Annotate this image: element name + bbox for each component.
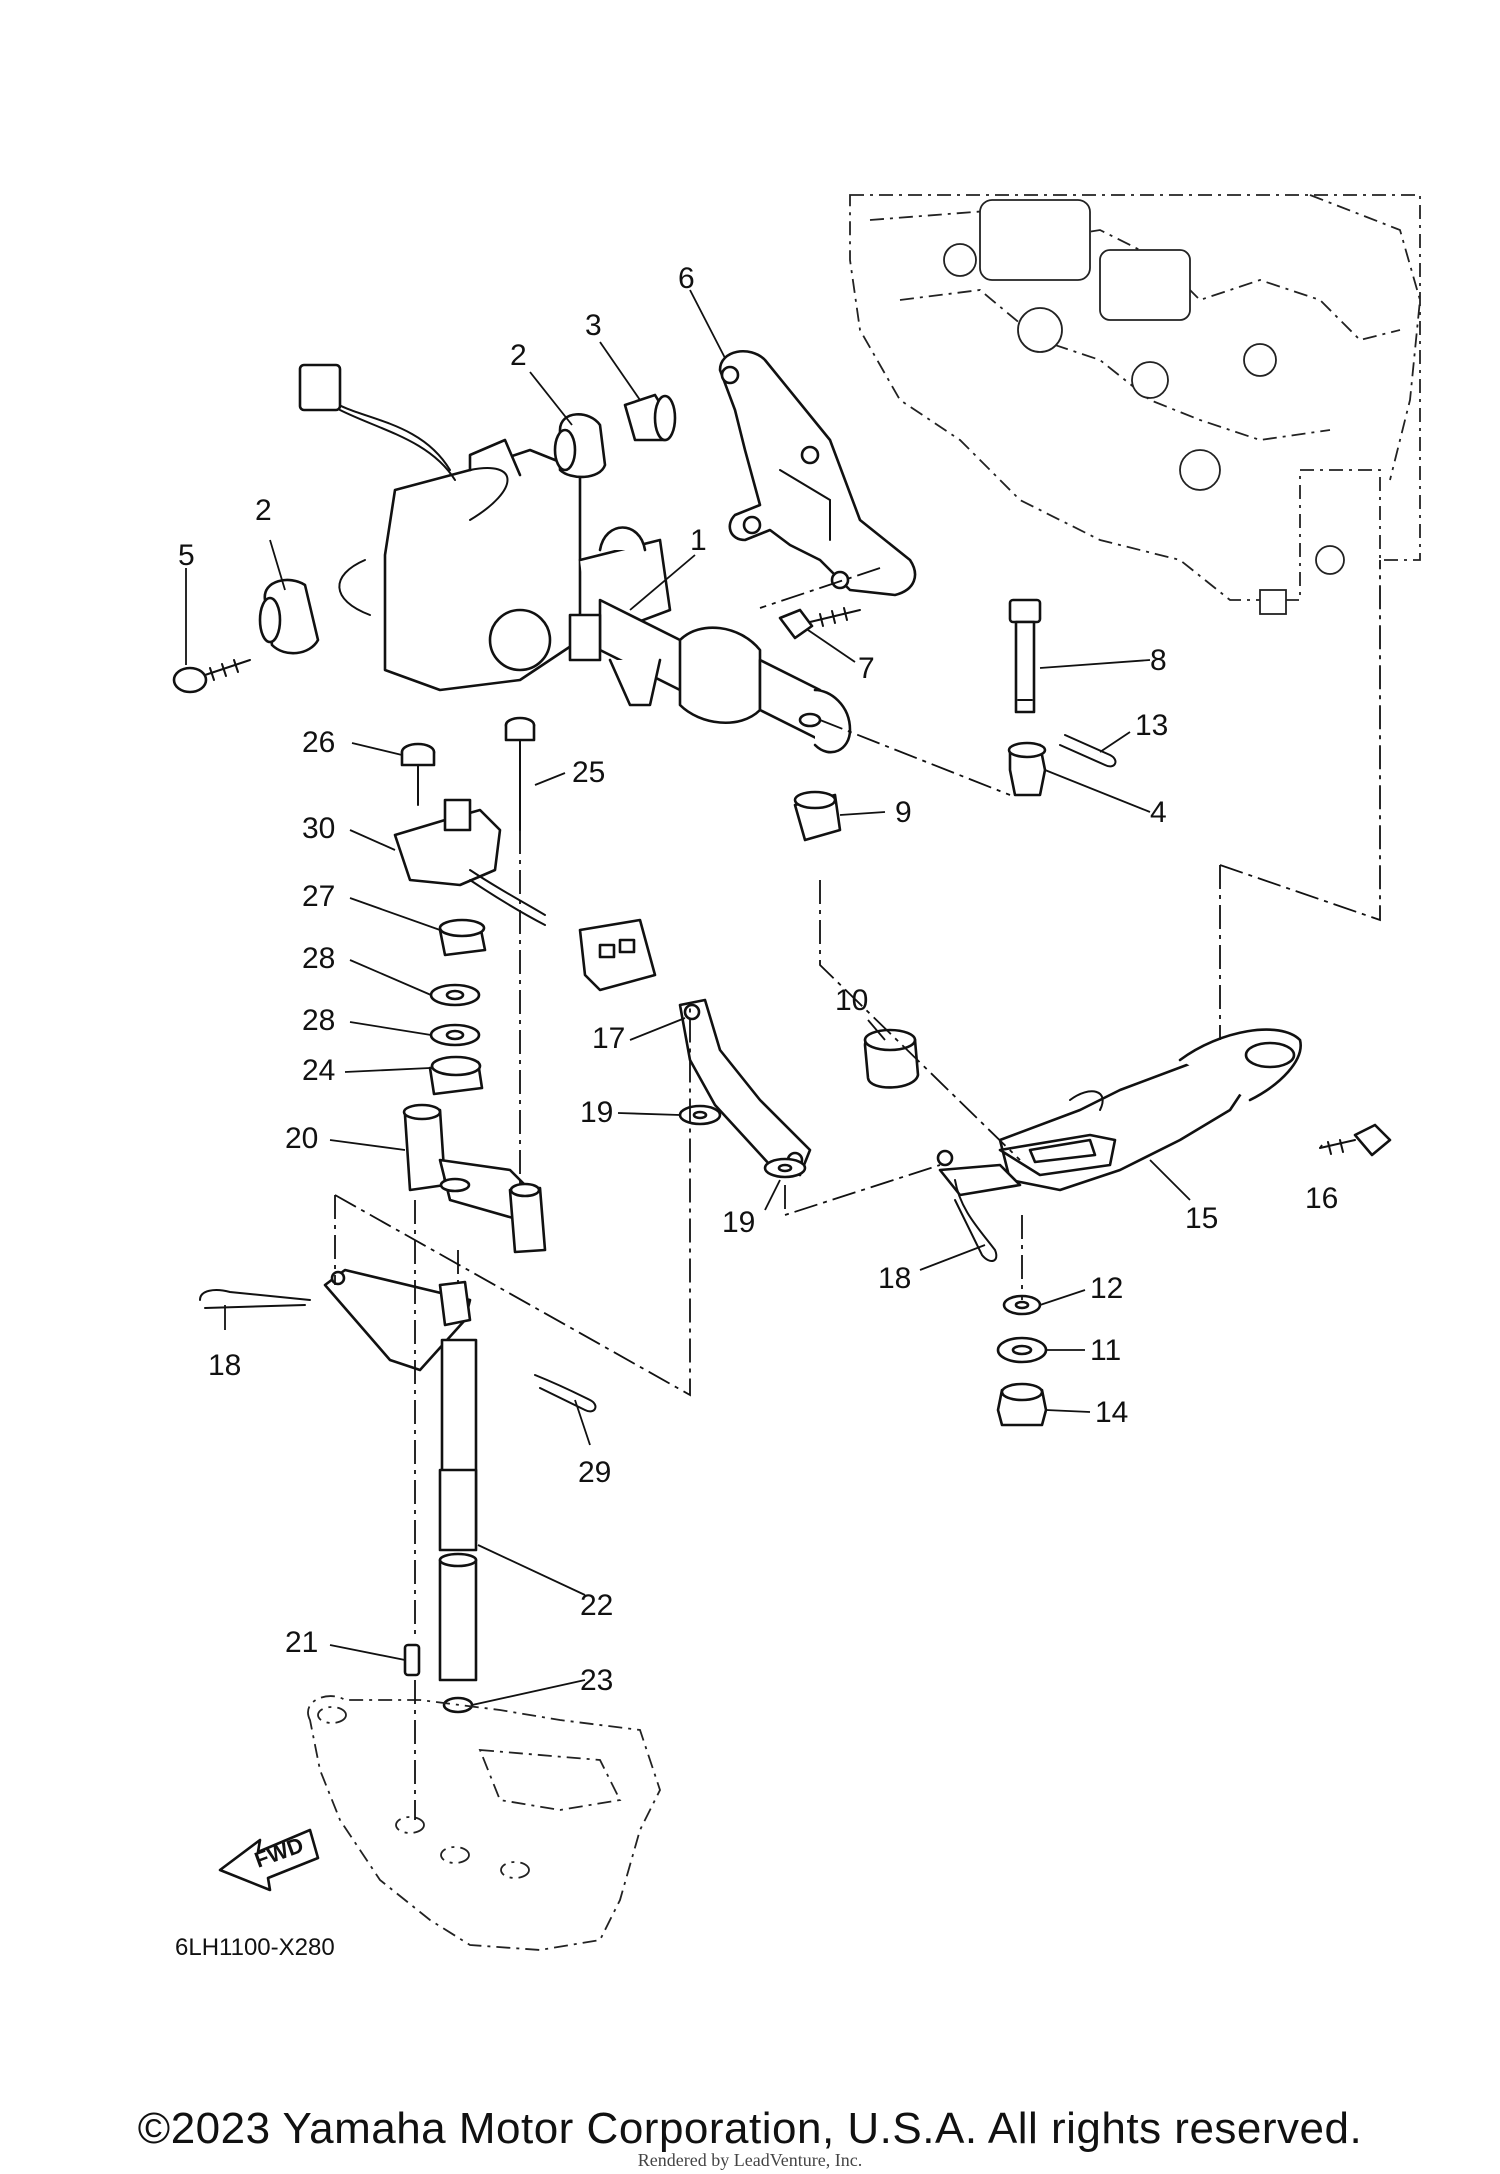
callout-5: 5 xyxy=(178,539,195,572)
callout-2b: 2 xyxy=(255,494,272,527)
callout-14: 14 xyxy=(1095,1396,1128,1429)
callout-19b: 19 xyxy=(722,1206,755,1239)
lower-case-outline xyxy=(307,1695,661,1951)
callout-7: 7 xyxy=(858,652,875,685)
callout-29: 29 xyxy=(578,1456,611,1489)
callout-28b: 28 xyxy=(302,1004,335,1037)
callout-8: 8 xyxy=(1150,644,1167,677)
grommet-27 xyxy=(438,918,487,957)
callout-28a: 28 xyxy=(302,942,335,975)
callout-17: 17 xyxy=(592,1022,625,1055)
shift-arm-lower xyxy=(323,1268,472,1372)
callout-16: 16 xyxy=(1305,1182,1338,1215)
grommet-upper xyxy=(553,413,607,479)
callout-30: 30 xyxy=(302,812,335,845)
clip-13 xyxy=(1059,734,1117,768)
bolt-5 xyxy=(172,659,251,694)
callout-15: 15 xyxy=(1185,1202,1218,1235)
bolt-7 xyxy=(778,607,861,640)
callout-2a: 2 xyxy=(510,339,527,372)
grommet-lower xyxy=(258,578,320,655)
pin-21 xyxy=(403,1643,421,1677)
callout-26: 26 xyxy=(302,726,335,759)
callout-23: 23 xyxy=(580,1664,613,1697)
washer-28a xyxy=(429,983,481,1007)
callout-20: 20 xyxy=(285,1122,318,1155)
washer-28b xyxy=(429,1023,481,1047)
bracket-6 xyxy=(718,350,917,597)
rendered-by-notice: Rendered by LeadVenture, Inc. xyxy=(637,2150,863,2170)
callout-25: 25 xyxy=(572,756,605,789)
lever-20 xyxy=(402,1103,547,1254)
callout-27: 27 xyxy=(302,880,335,913)
callout-21: 21 xyxy=(285,1626,318,1659)
collar-10 xyxy=(863,1028,920,1089)
copyright-notice: ©2023 Yamaha Motor Corporation, U.S.A. A… xyxy=(137,2104,1363,2153)
callout-12: 12 xyxy=(1090,1272,1123,1305)
bolt-16 xyxy=(1319,1123,1392,1157)
grommet-24 xyxy=(428,1055,484,1096)
bolt-8 xyxy=(1008,598,1042,714)
callouts: 1 2 2 3 4 5 6 7 8 9 10 11 12 13 14 15 16… xyxy=(178,262,1338,1697)
bolt-25 xyxy=(504,716,536,831)
shift-rod-assembly xyxy=(298,363,852,754)
callout-24: 24 xyxy=(302,1054,335,1087)
nut-14 xyxy=(996,1382,1048,1427)
engine-block-outline xyxy=(849,194,1421,615)
clip-18-right xyxy=(954,1179,998,1262)
callout-3: 3 xyxy=(585,309,602,342)
shift-lever-15 xyxy=(936,1028,1302,1197)
callout-19a: 19 xyxy=(580,1096,613,1129)
collar-9 xyxy=(793,790,842,842)
callout-11: 11 xyxy=(1090,1334,1121,1367)
fwd-arrow-icon: FWD xyxy=(218,1828,320,1892)
leader-lines xyxy=(185,289,1323,1706)
bushing-4 xyxy=(1007,741,1047,797)
screw-26 xyxy=(400,742,436,806)
clip-29 xyxy=(534,1374,597,1413)
washer-19b xyxy=(763,1157,807,1179)
callout-10: 10 xyxy=(835,984,868,1017)
shift-rod-22 xyxy=(438,1338,478,1682)
callout-1: 1 xyxy=(690,524,707,557)
callout-18a: 18 xyxy=(208,1349,241,1382)
washer-19a xyxy=(678,1104,722,1126)
collar xyxy=(623,393,677,442)
washer-11 xyxy=(996,1336,1048,1364)
clip-18-left xyxy=(199,1289,311,1309)
link-17 xyxy=(678,998,812,1177)
diagram-code: 6LH1100-X280 xyxy=(175,1934,335,1961)
callout-22: 22 xyxy=(580,1589,613,1622)
callout-9: 9 xyxy=(895,796,912,829)
callout-4: 4 xyxy=(1150,796,1167,829)
position-sensor-30 xyxy=(393,798,657,992)
callout-6: 6 xyxy=(678,262,695,295)
alignment-lines xyxy=(334,560,1381,1820)
callout-18b: 18 xyxy=(878,1262,911,1295)
callout-13: 13 xyxy=(1135,709,1168,742)
